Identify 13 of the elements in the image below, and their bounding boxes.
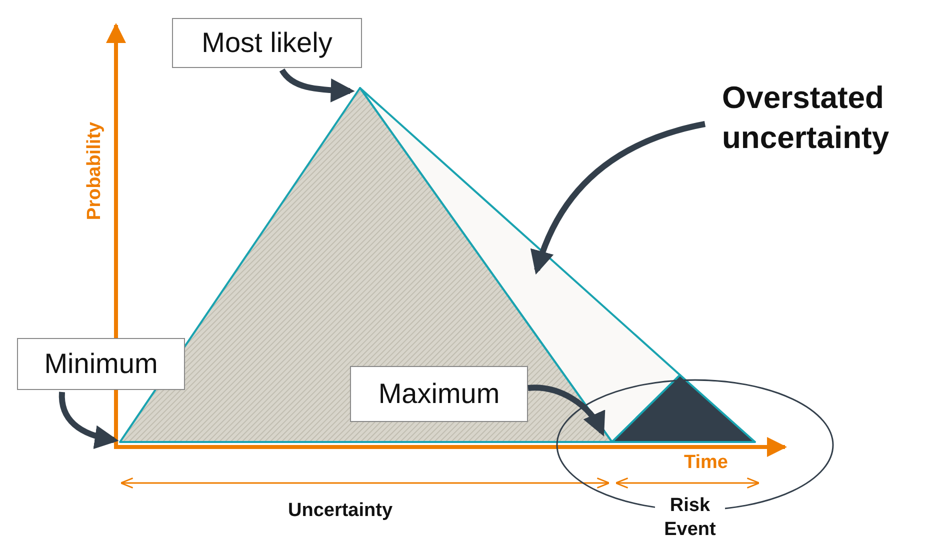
callout-box: Minimum bbox=[17, 338, 185, 390]
risk-triangle bbox=[612, 375, 755, 442]
dimension-label: Uncertainty bbox=[288, 500, 393, 522]
callout-box: Most likely bbox=[172, 18, 362, 68]
overstated-triangle bbox=[360, 88, 680, 442]
annotation-text: Overstated uncertainty bbox=[722, 78, 927, 158]
leader-arrow bbox=[280, 68, 355, 102]
leader-arrow bbox=[58, 392, 119, 448]
axis-title: Time bbox=[684, 452, 728, 474]
leader-arrow bbox=[531, 121, 706, 275]
axis-title: Probability bbox=[84, 120, 106, 222]
leader-arrow bbox=[528, 384, 605, 436]
callout-box: Maximum bbox=[350, 366, 528, 422]
